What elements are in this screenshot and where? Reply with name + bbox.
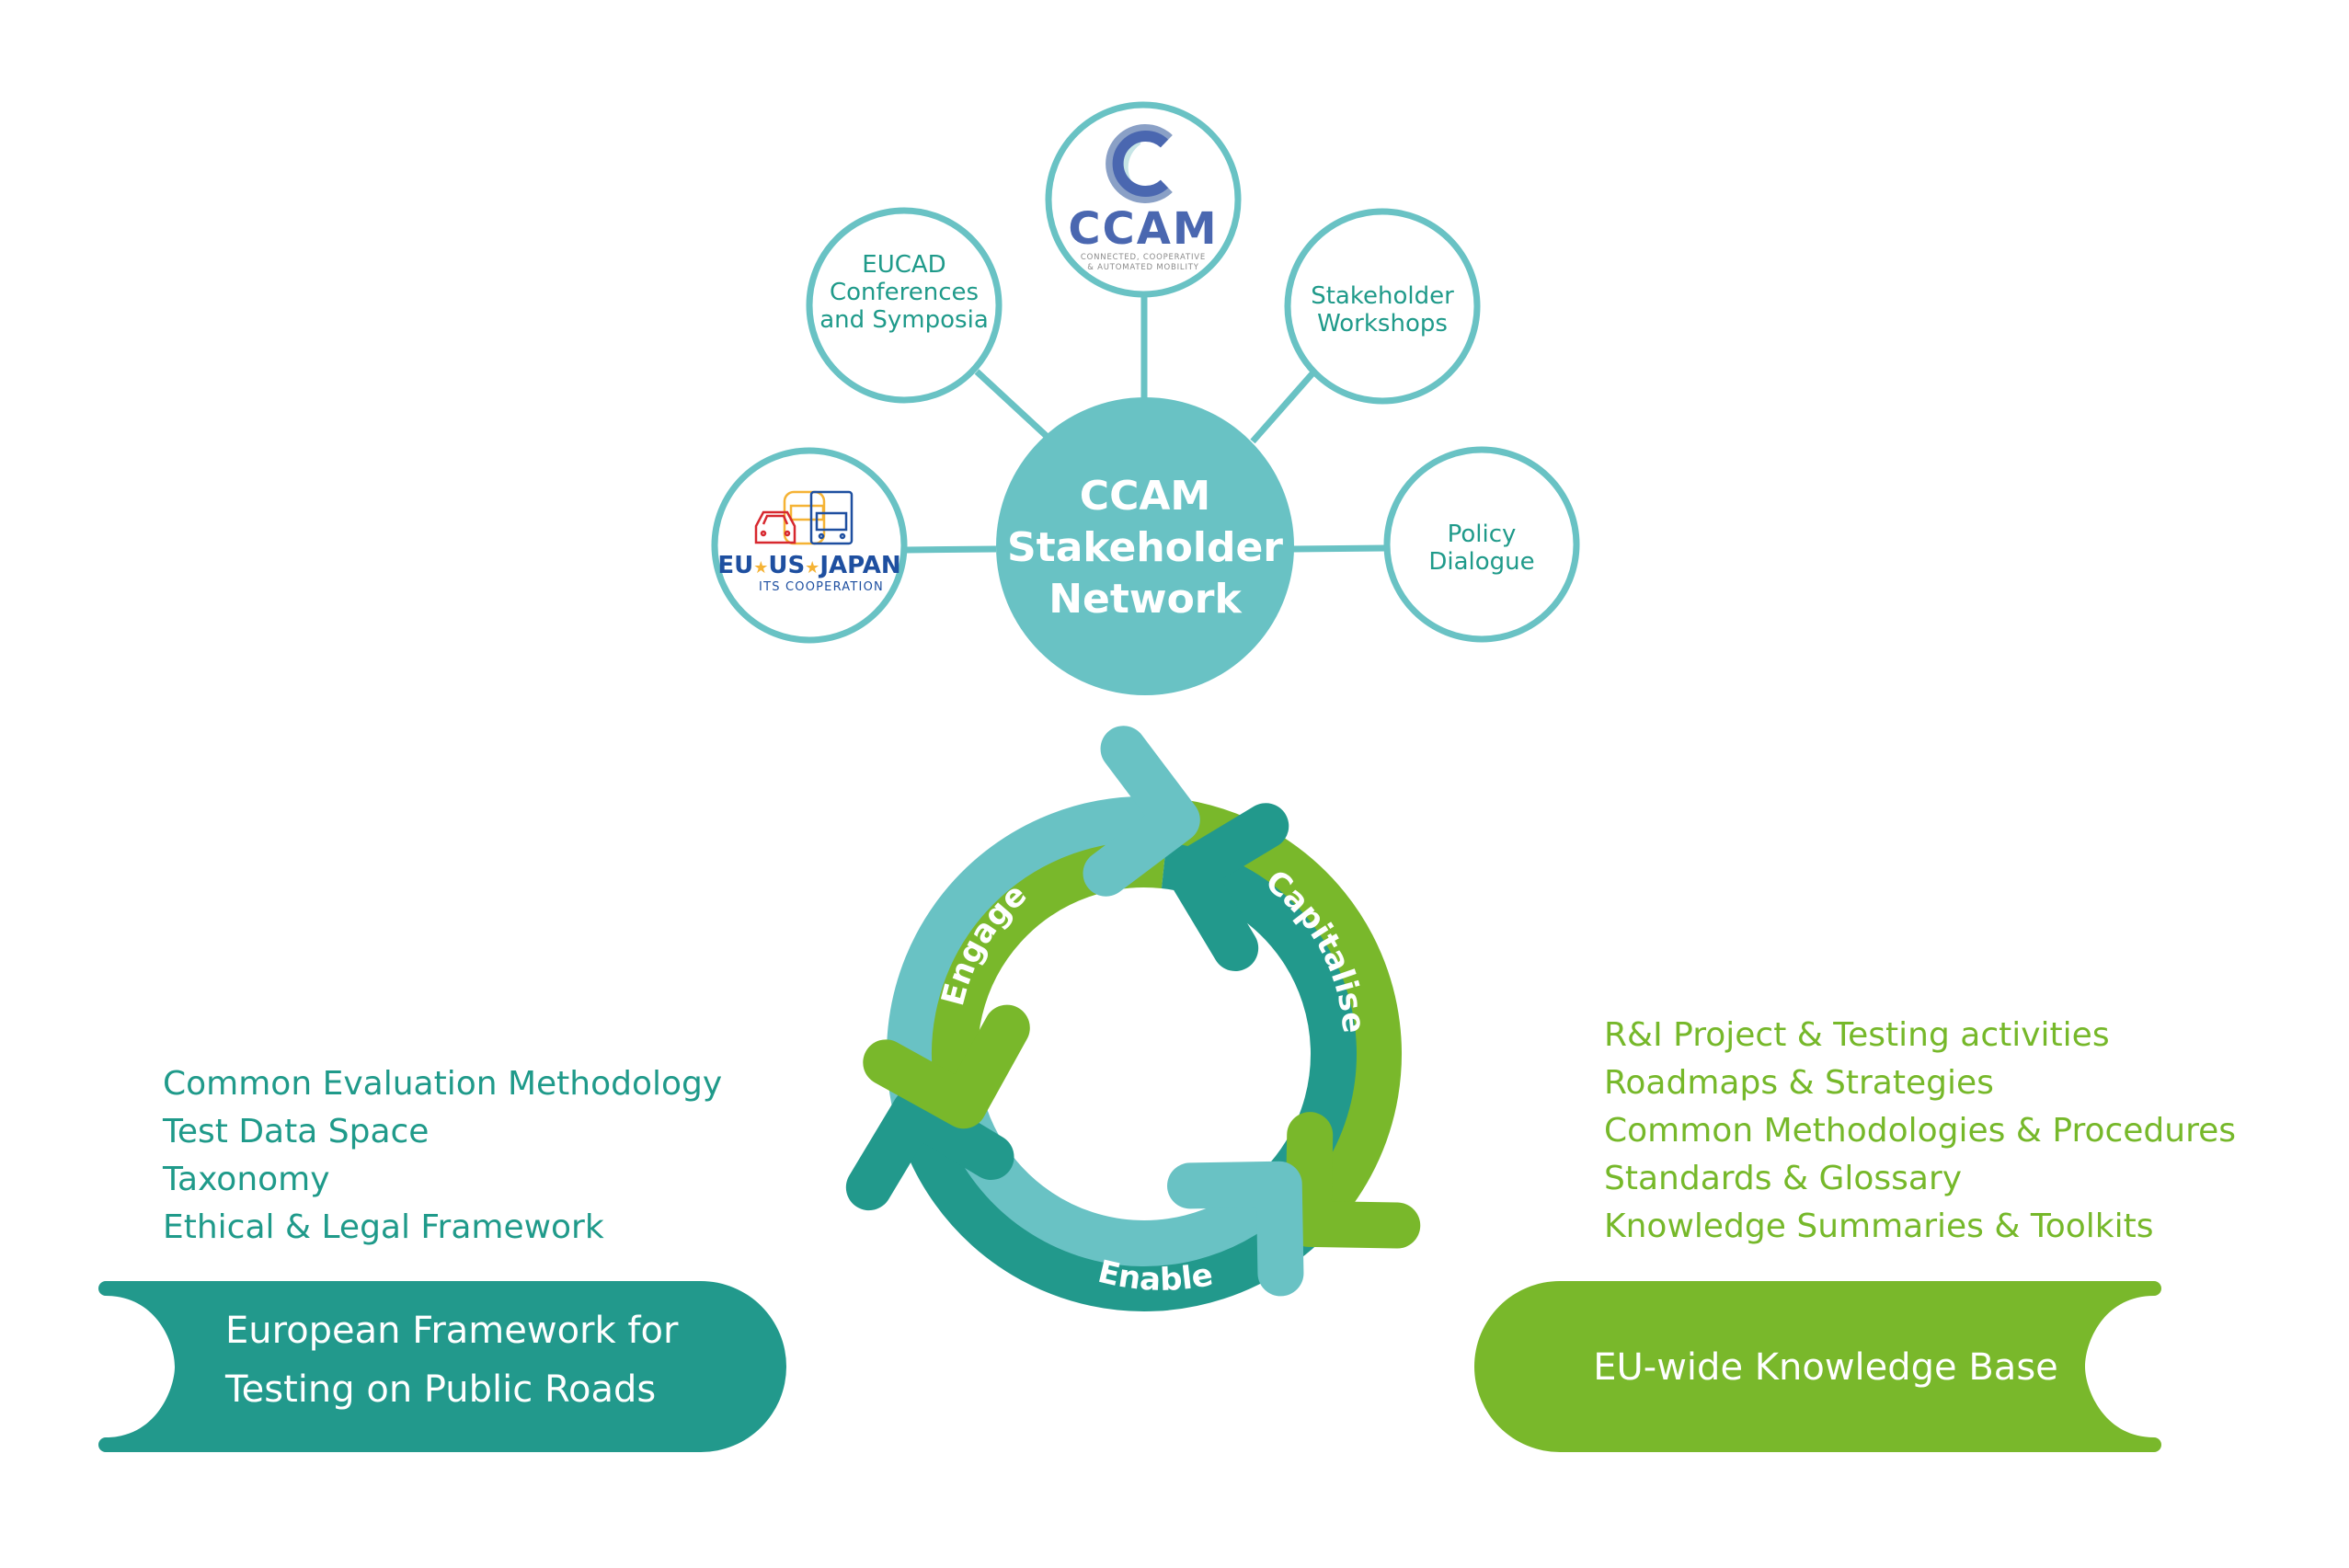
vehicles-icon: [754, 490, 854, 545]
us-word: US: [768, 552, 805, 579]
policy-label-line-1: Policy: [1448, 521, 1517, 548]
right-banner-label: EU-wide Knowledge Base: [1593, 1346, 2058, 1389]
capitalise-inner-arrowhead: [1166, 803, 1289, 971]
right-list: R&I Project & Testing activities Roadmap…: [1604, 1016, 2236, 1245]
workshops-label-line-1: Stakeholder: [1311, 282, 1454, 310]
hub-label-line-3: Network: [1048, 576, 1243, 623]
enable-arrowhead: [845, 1088, 1014, 1211]
hub-node: CCAM Stakeholder Network: [996, 397, 1294, 695]
workshops-node[interactable]: Stakeholder Workshops: [1284, 208, 1481, 405]
left-banner-line-1: European Framework for: [225, 1310, 679, 1352]
ccam-logo-subtitle-1: CONNECTED, COOPERATIVE: [1081, 253, 1206, 262]
ccam-logo-subtitle-2: & AUTOMATED MOBILITY: [1087, 263, 1199, 272]
network-connectors: [905, 296, 1387, 554]
hub-label-line-2: Stakeholder: [1007, 524, 1283, 571]
left-list-item: Common Evaluation Methodology: [163, 1065, 722, 1103]
right-list-item: R&I Project & Testing activities: [1604, 1016, 2110, 1054]
left-banner-shape: [98, 1281, 786, 1452]
connector-policy: [1292, 544, 1387, 553]
workshops-label-line-2: Workshops: [1317, 310, 1448, 338]
eu-us-japan-wordmark: EU★US★JAPAN: [717, 552, 900, 579]
eu-us-japan-subtitle: ITS COOPERATION: [759, 580, 884, 594]
ccam-logo-node[interactable]: CCAM CONNECTED, COOPERATIVE & AUTOMATED …: [1045, 101, 1242, 298]
eucad-label-line-1: EUCAD: [862, 251, 945, 279]
eu-word: EU: [717, 552, 753, 579]
left-list: Common Evaluation Methodology Test Data …: [162, 1065, 722, 1246]
engage-arrowhead: [1083, 726, 1200, 897]
policy-node[interactable]: Policy Dialogue: [1383, 446, 1580, 643]
policy-node-circle: [1383, 446, 1580, 643]
capitalise-arrowhead: [1285, 1112, 1421, 1249]
left-list-item: Ethical & Legal Framework: [163, 1208, 604, 1246]
right-list-item: Standards & Glossary: [1604, 1160, 1962, 1197]
left-list-item: Taxonomy: [162, 1161, 330, 1198]
right-list-item: Knowledge Summaries & Toolkits: [1604, 1207, 2154, 1245]
star-icon: ★: [753, 558, 768, 578]
right-list-item: Roadmaps & Strategies: [1604, 1064, 1994, 1102]
eu-us-japan-node-circle: [711, 447, 908, 644]
connector-eucad: [974, 369, 1053, 442]
ccam-logo-word: CCAM: [1068, 203, 1218, 255]
connector-workshops: [1250, 370, 1316, 444]
ccam-c-icon: [1106, 124, 1173, 203]
hub-circle: [996, 397, 1294, 695]
hub-label-line-1: CCAM: [1080, 473, 1210, 520]
connector-eu-us-japan: [905, 545, 997, 554]
right-list-item: Common Methodologies & Procedures: [1604, 1112, 2236, 1150]
star-icon: ★: [805, 558, 819, 578]
left-banner-line-2: Testing on Public Roads: [224, 1368, 656, 1411]
eucad-label-line-2: Conferences: [830, 279, 979, 306]
right-banner-shape: [1474, 1281, 2161, 1452]
engage-inner-arrowhead: [863, 1004, 1030, 1129]
left-list-item: Test Data Space: [162, 1113, 429, 1150]
workshops-node-circle: [1284, 208, 1481, 405]
european-framework-banner[interactable]: European Framework for Testing on Public…: [98, 1281, 786, 1452]
eucad-node-circle: [806, 207, 1003, 404]
engage-capitalise-enable-cycle: [845, 726, 1421, 1311]
japan-word: JAPAN: [818, 552, 900, 579]
policy-label-line-2: Dialogue: [1428, 548, 1534, 576]
eucad-label-line-3: and Symposia: [819, 306, 989, 334]
eu-us-japan-node[interactable]: EU★US★JAPAN ITS COOPERATION: [711, 447, 908, 644]
enable-inner-arrowhead: [1167, 1161, 1304, 1297]
eucad-node[interactable]: EUCAD Conferences and Symposia: [806, 207, 1003, 404]
knowledge-base-banner[interactable]: EU-wide Knowledge Base: [1474, 1281, 2161, 1452]
